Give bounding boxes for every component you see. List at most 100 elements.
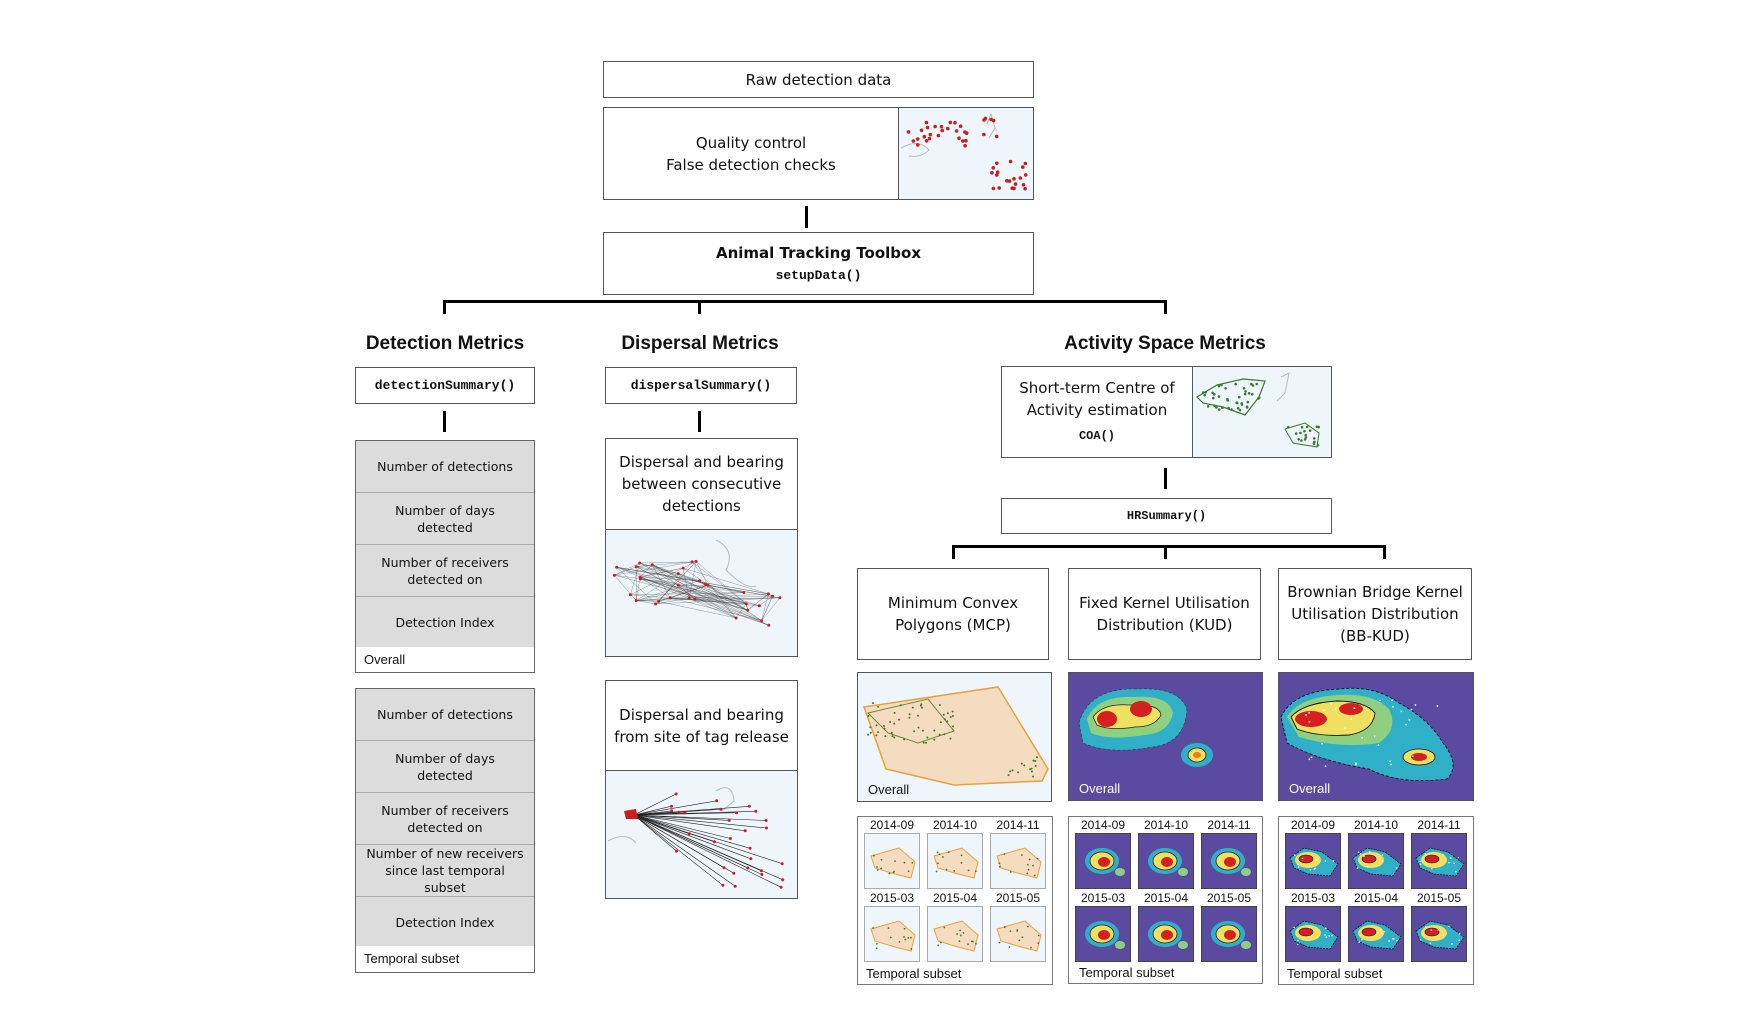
mcp-temporal-label: Temporal subset (866, 966, 962, 981)
bbkud-overall-label: Overall (1289, 781, 1331, 796)
release-link (633, 793, 677, 816)
bbkud-thumb-point (1442, 934, 1445, 937)
bbkud-thumb-point (1325, 936, 1328, 938)
detection-temporal-row-label: Number of days detected (395, 750, 495, 783)
detection-point (1023, 173, 1028, 177)
coa-point (1304, 433, 1307, 437)
bbkud-point (1391, 699, 1393, 702)
receiver-point (742, 591, 746, 594)
bbkud-core (1295, 711, 1327, 727)
coa-point (875, 734, 878, 737)
mcp-polygon-plot (862, 686, 1049, 786)
dispersal-link (678, 573, 700, 581)
receiver-point (781, 878, 785, 882)
dispersal-release-label: Dispersal and bearing from site of tag r… (614, 705, 789, 746)
bracket-drop-bbkud (1383, 545, 1386, 559)
detection-overall-label: Overall (356, 647, 534, 672)
detection-overall-row: Number of days detected (356, 493, 534, 545)
dispersal-link (658, 561, 693, 602)
coa-point (1246, 400, 1250, 404)
coa-point (1217, 395, 1221, 398)
dispersal-link (640, 578, 747, 604)
mcp-thumb-point (1026, 872, 1029, 875)
receiver-point (765, 826, 768, 830)
month-label: 2014-10 (932, 818, 978, 832)
dispersal-link (640, 578, 679, 586)
bbkud-point (1308, 711, 1310, 714)
dispersal-link (705, 584, 737, 619)
bbkud-month-thumbnail (1348, 833, 1404, 889)
coa-track (867, 698, 955, 744)
receiver-point (780, 862, 784, 866)
detection-point (954, 129, 959, 133)
kud-month-thumbnail (1201, 833, 1257, 889)
bbkud-thumb-point (1328, 934, 1331, 937)
receiver-point (779, 885, 783, 889)
mcp-box: Minimum Convex Polygons (MCP) (857, 568, 1049, 660)
detection-point (1007, 179, 1012, 183)
release-link (633, 814, 746, 832)
bbkud-point (1379, 699, 1381, 702)
release-link (633, 814, 783, 880)
bbkud-thumb-point (1301, 857, 1304, 860)
coa-point (869, 726, 872, 729)
mcp-thumb-point (958, 940, 961, 943)
mcp-label: Minimum Convex Polygons (MCP) (887, 594, 1019, 634)
mcp-thumb-polygon (870, 920, 916, 952)
dispersal-link (652, 564, 737, 619)
bbkud-point (1350, 718, 1353, 720)
coa-point (951, 715, 954, 717)
mcp-month-thumbnail (927, 833, 983, 889)
coa-points-plot (1196, 372, 1320, 448)
bbkud-thumb-point (1429, 942, 1432, 945)
coa-point (1313, 437, 1316, 440)
detectionsummary-label: detectionSummary() (374, 378, 516, 393)
dispersal-link (640, 567, 684, 578)
bbkud-point (1353, 707, 1356, 710)
coa-point (922, 729, 924, 732)
receiver-point (778, 596, 782, 600)
coa-point (883, 725, 885, 727)
raw-detection-data-label: Raw detection data (745, 70, 892, 89)
coa-point (1308, 429, 1312, 432)
false-detection-label: False detection checks (666, 155, 836, 174)
kud-thumb-contour (1241, 868, 1251, 876)
bbkud-point (1414, 704, 1417, 706)
receiver-point (612, 573, 616, 577)
receiver-point (668, 596, 672, 600)
mcp-thumb-point (1003, 926, 1006, 929)
release-link (633, 814, 767, 829)
dispersal-link (636, 566, 737, 619)
bracket-drop-detection (443, 300, 446, 314)
month-label: 2014-09 (1290, 818, 1336, 832)
dispersal-link (636, 592, 744, 601)
detection-point (994, 134, 999, 139)
release-link (633, 805, 672, 816)
kud-temporal-label: Temporal subset (1079, 965, 1175, 980)
dispersal-link (682, 568, 690, 599)
bracket-drop-mcp (952, 545, 955, 559)
mcp-thumb-point (959, 929, 962, 932)
mcp-thumb-point (939, 941, 942, 944)
coa-point (1315, 425, 1319, 429)
release-link (633, 812, 686, 816)
receiver-point (732, 871, 736, 875)
coa-point (1300, 425, 1304, 429)
coa-point (949, 716, 952, 718)
consecutive-network-plot (612, 539, 782, 627)
detection-point (964, 131, 969, 135)
kud-month-thumbnail (1075, 833, 1131, 889)
month-label: 2015-03 (1080, 891, 1126, 905)
mcp-thumb-point (903, 927, 906, 930)
coa-point (1206, 405, 1210, 408)
coa-point (889, 721, 892, 723)
bbkud-point (1344, 727, 1346, 730)
coa-point (1258, 396, 1261, 399)
mcp-thumb-point (1027, 868, 1030, 871)
coa-point (1303, 438, 1307, 441)
coa-point (875, 724, 878, 727)
mcp-thumb-point (888, 872, 891, 875)
quality-control-box: Quality control False detection checks (603, 107, 899, 200)
coa-point (1230, 408, 1233, 411)
detection-point (995, 161, 999, 166)
